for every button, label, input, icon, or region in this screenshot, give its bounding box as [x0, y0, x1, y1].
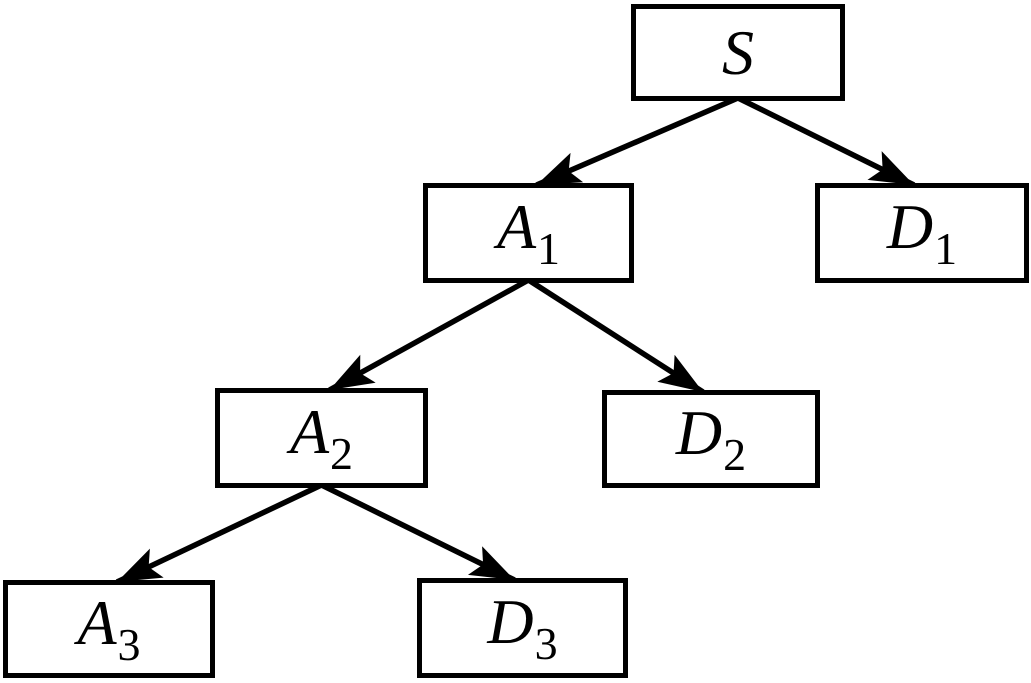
node-D2: D2	[602, 390, 820, 488]
edge-A2-to-D3	[320, 482, 516, 583]
node-S: S	[631, 4, 845, 101]
node-label: D3	[487, 589, 558, 669]
node-label: D1	[887, 194, 958, 274]
node-label-letter: A	[289, 395, 330, 467]
node-label-subscript: 2	[330, 427, 354, 479]
node-label-letter: A	[496, 190, 537, 262]
node-label: A3	[77, 590, 141, 670]
node-label-letter: D	[487, 585, 534, 657]
node-label-letter: A	[77, 586, 117, 658]
node-label-subscript: 1	[537, 222, 561, 274]
edge-S-to-D1	[736, 95, 916, 188]
node-A3: A3	[3, 580, 215, 678]
node-label-letter: D	[886, 190, 934, 262]
node-D3: D3	[417, 578, 628, 678]
edge-A1-to-A2	[328, 277, 530, 393]
node-label-subscript: 1	[934, 222, 958, 274]
edge-A2-to-A3	[115, 482, 323, 585]
node-label: A1	[497, 194, 561, 274]
edge-S-to-A1	[535, 95, 740, 188]
node-D1: D1	[815, 183, 1029, 283]
node-label-subscript: 2	[723, 428, 747, 480]
node-label: A2	[290, 399, 354, 479]
edge-A1-to-D2	[527, 277, 705, 395]
node-label-letter: D	[675, 396, 723, 468]
node-label: S	[722, 20, 754, 85]
node-label: D2	[676, 400, 747, 480]
node-label-subscript: 3	[534, 617, 558, 669]
node-label-subscript: 3	[117, 618, 141, 670]
node-A2: A2	[215, 388, 428, 488]
node-label-letter: S	[722, 16, 754, 88]
node-A1: A1	[423, 183, 634, 283]
